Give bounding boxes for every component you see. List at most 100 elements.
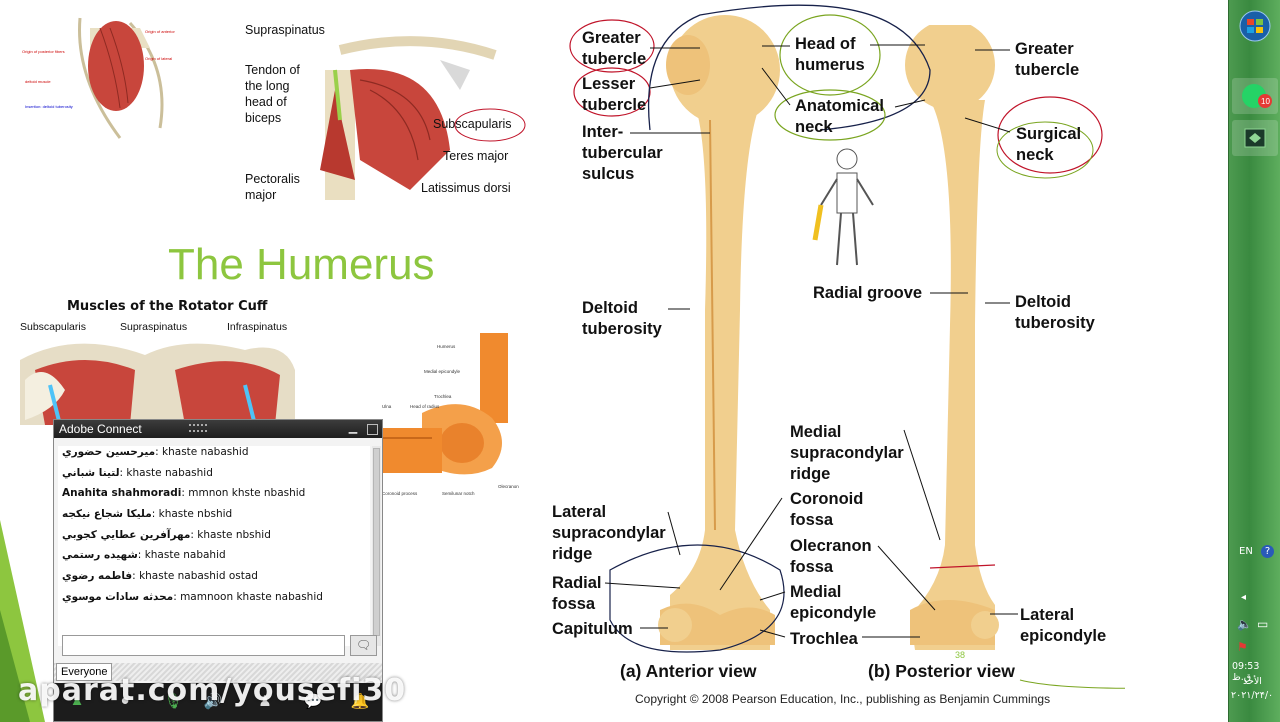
adobe-connect-toolbar: ▲ ● 🎙 🔊 ♟ 💬 🔔 — [54, 683, 382, 721]
svg-text:deltoid muscle: deltoid muscle — [25, 79, 51, 84]
chat-message: محدثه سادات موسوي: mamnoon khaste nabash… — [62, 590, 323, 603]
taskbar-whatsapp[interactable]: 10 — [1232, 78, 1278, 114]
rotator-cuff-title: Muscles of the Rotator Cuff — [67, 299, 268, 314]
label-head-of-humerus: Head of humerus — [795, 35, 865, 74]
svg-text:Head of radius: Head of radius — [410, 404, 440, 409]
slide-title: The Humerus — [168, 240, 435, 289]
label-supraspinatus: Supraspinatus — [245, 23, 325, 37]
clock-day: الأحد — [1243, 676, 1262, 687]
label-latissimus-dorsi: Latissimus dorsi — [421, 181, 511, 195]
clock-date: ۲۰۲۱/۲۴/۰ — [1231, 690, 1274, 701]
label-lateral-supracondylar-ridge: Lateral supracondylar ridge — [552, 503, 666, 563]
svg-text:Humerus: Humerus — [437, 344, 456, 349]
help-icon[interactable]: ? — [1261, 545, 1274, 558]
chat-message: فاطمه رضوي: khaste nabashid ostad — [62, 570, 258, 583]
label-greater-tubercle-posterior: Greater tubercle — [1015, 40, 1080, 79]
label-tendon-of-biceps: Tendon of the long head of biceps — [245, 63, 300, 125]
label-lateral-epicondyle: Lateral epicondyle — [1020, 606, 1107, 645]
chat-scrollbar-thumb[interactable] — [373, 448, 380, 636]
webcam-icon[interactable]: ● — [120, 692, 130, 709]
microphone-icon[interactable]: 🎙 — [163, 693, 183, 710]
pen-annotations — [454, 4, 1125, 689]
label-subscapularis-rc: Subscapularis — [20, 321, 86, 333]
label-greater-tubercle-anterior: Greater tubercle — [582, 29, 647, 68]
shoulder-muscles-figure — [320, 36, 497, 200]
svg-text:Semilunar notch: Semilunar notch — [442, 491, 475, 496]
chat-icon[interactable]: 💬 — [303, 693, 323, 710]
copyright-text: Copyright © 2008 Pearson Education, Inc.… — [635, 692, 1051, 706]
label-deltoid-tuberosity-posterior: Deltoid tuberosity — [1015, 293, 1095, 332]
chat-audience-bar: Everyone — [54, 663, 382, 681]
label-intertubercular-sulcus: Inter- tubercular sulcus — [582, 123, 663, 183]
chat-message: مهرآفرين عطايي كجوبي: khaste nbshid — [62, 528, 271, 541]
chat-input[interactable] — [62, 635, 345, 656]
svg-text:Olecranon: Olecranon — [498, 484, 519, 489]
chat-message: Anahita shahmoradi: mmnon khste nbashid — [62, 487, 306, 500]
svg-text:10: 10 — [1261, 97, 1270, 106]
label-capitulum: Capitulum — [552, 620, 633, 638]
chat-scrollbar[interactable] — [372, 446, 381, 646]
skeleton-thumbnail — [812, 148, 874, 266]
maximize-icon[interactable] — [367, 424, 378, 435]
whatsapp-icon: 10 — [1242, 84, 1272, 108]
elbow-figure: Humerus Medial epicondyle Head of radius… — [382, 333, 519, 496]
notification-bell-icon[interactable]: 🔔 — [350, 693, 370, 710]
svg-text:Trochlea: Trochlea — [434, 394, 452, 399]
minimize-icon[interactable]: ▁ — [348, 422, 358, 434]
label-posterior-view: (b) Posterior view — [868, 661, 1015, 681]
drag-grip-icon[interactable] — [189, 424, 207, 432]
adobe-connect-chat-pod: Adobe Connect ▁ ميرحسين حضوري: khaste na… — [53, 419, 383, 722]
humerus-posterior-illustration — [905, 25, 999, 650]
windows-taskbar: 10 EN ? ◂ 🔈 ▭ ⚑ 09:53 ق.ظ الأحد ۲۰۲۱/۲۴/… — [1228, 0, 1280, 722]
label-trochlea: Trochlea — [790, 630, 858, 648]
status-icon[interactable]: ▲ — [69, 692, 85, 709]
svg-text:Ulna: Ulna — [382, 404, 392, 409]
label-coronoid-fossa: Coronoid fossa — [790, 490, 864, 529]
app-icon — [1244, 128, 1266, 148]
svg-text:Medial epicondyle: Medial epicondyle — [424, 369, 461, 374]
chat-message: لتينا شباني: khaste nabashid — [62, 466, 213, 479]
taskbar-app-2[interactable] — [1232, 120, 1278, 156]
label-lesser-tubercle: Lesser tubercle — [582, 75, 647, 114]
chat-pod-title-bar[interactable]: Adobe Connect ▁ — [54, 420, 382, 438]
slide-green-decoration-left — [0, 520, 45, 722]
label-medial-epicondyle: Medial epicondyle — [790, 583, 877, 622]
rotator-cuff-figure — [20, 343, 295, 425]
watermark: aparat.com/yousefi30 — [18, 673, 407, 708]
audience-selector[interactable]: Everyone — [56, 663, 112, 681]
show-hidden-icons[interactable]: ◂ — [1241, 592, 1247, 603]
svg-text:Origin of posterior fibers: Origin of posterior fibers — [22, 49, 65, 54]
windows-orb-icon — [1239, 10, 1271, 42]
label-subscapularis: Subscapularis — [433, 117, 512, 131]
svg-text:Insertion: deltoid tuberosity: Insertion: deltoid tuberosity — [25, 104, 73, 109]
label-medial-supracondylar-ridge: Medial supracondylar ridge — [790, 423, 904, 483]
clock-time[interactable]: 09:53 ق.ظ — [1232, 661, 1260, 683]
leader-lines — [604, 44, 1018, 638]
chat-messages-list: ميرحسين حضوري: khaste nabashid لتينا شبا… — [58, 446, 370, 646]
language-indicator[interactable]: EN — [1239, 546, 1253, 557]
speaker-icon[interactable]: 🔊 — [203, 693, 223, 710]
label-olecranon-fossa: Olecranon fossa — [790, 537, 872, 576]
action-center-icon[interactable]: ⚑ — [1237, 640, 1248, 654]
send-message-icon[interactable]: 🗨 — [350, 635, 377, 656]
label-pectoralis-major: Pectoralis major — [245, 172, 300, 202]
chat-message: شهيده رستمي: khaste nabahid — [62, 549, 226, 562]
chat-pod-title: Adobe Connect — [59, 422, 142, 436]
label-teres-major: Teres major — [443, 149, 509, 163]
svg-text:Origin of anterior: Origin of anterior — [145, 29, 175, 34]
label-infraspinatus-rc: Infraspinatus — [227, 321, 288, 333]
chat-message: ميرحسين حضوري: khaste nabashid — [62, 446, 249, 458]
svg-text:Origin of lateral: Origin of lateral — [145, 56, 172, 61]
page-number: 38 — [955, 650, 966, 660]
label-radial-groove: Radial groove — [813, 284, 923, 302]
start-button[interactable] — [1232, 8, 1278, 44]
humerus-anterior-illustration — [658, 15, 780, 650]
volume-icon[interactable]: 🔈 — [1237, 617, 1252, 631]
deltoid-figure: Origin of posterior fibers Origin of ant… — [20, 8, 195, 146]
label-supraspinatus-rc: Supraspinatus — [120, 321, 188, 333]
network-icon[interactable]: ▭ — [1257, 617, 1269, 631]
attendees-icon[interactable]: ♟ — [258, 693, 272, 710]
chat-message: مليكا شجاع نيكجه: khaste nbshid — [62, 508, 233, 521]
label-anatomical-neck: Anatomical neck — [795, 97, 884, 136]
